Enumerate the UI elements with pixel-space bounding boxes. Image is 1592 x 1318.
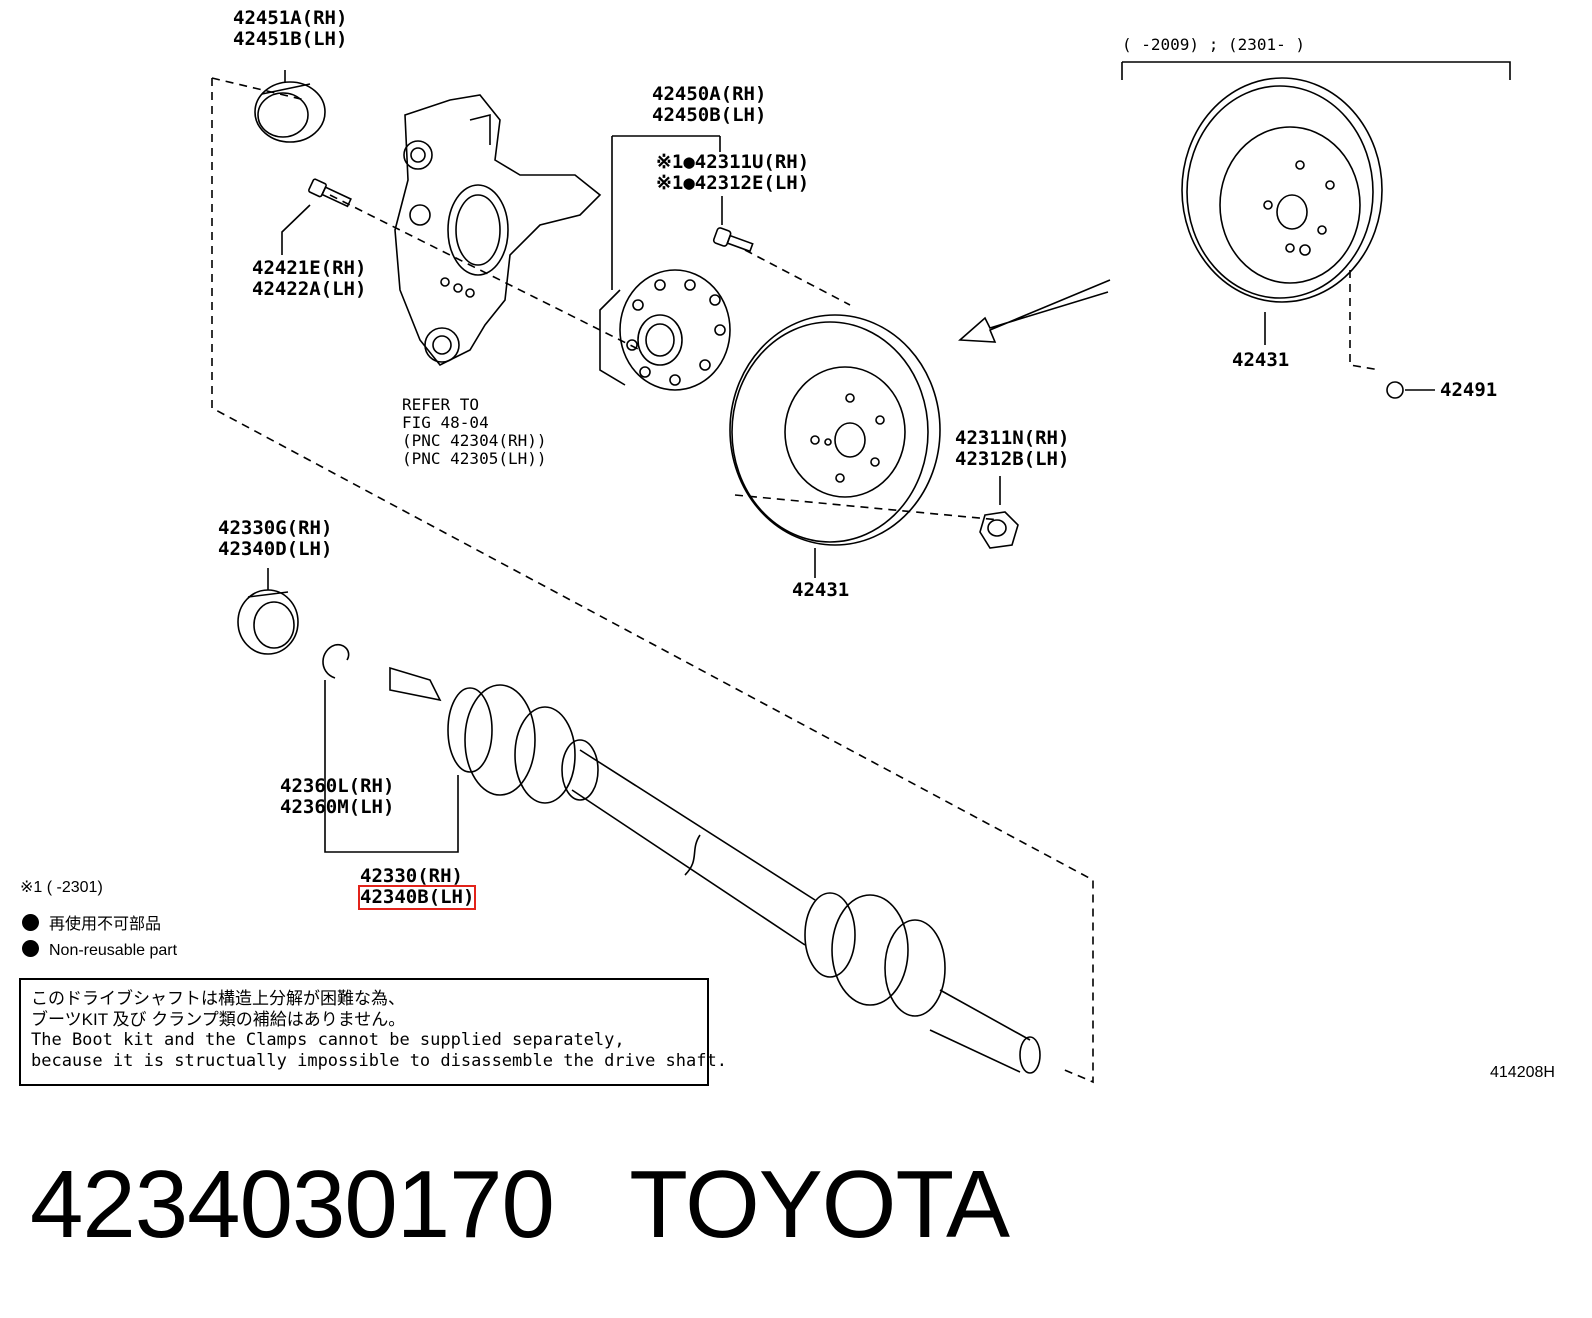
hub-bearing <box>599 269 731 391</box>
figure-id: 414208H <box>1490 1064 1555 1081</box>
bullet-icon <box>22 914 39 931</box>
notice-en-line1: The Boot kit and the Clamps cannot be su… <box>31 1030 625 1050</box>
brake-disc-alt <box>1181 77 1383 303</box>
legend-nonreusable-en: Non-reusable part <box>22 940 177 961</box>
snap-ring <box>322 643 350 679</box>
brake-disc-main <box>729 314 941 546</box>
legend-nonreusable-ja: 再使用不可部品 <box>22 914 161 935</box>
steering-knuckle <box>394 94 602 367</box>
label-knuckle-bolt: 42421E(RH)42422A(LH) <box>252 257 367 300</box>
label-oil-seal: 42451A(RH)42451B(LH) <box>233 7 348 50</box>
notice-en-line2: because it is structually impossible to … <box>31 1051 727 1071</box>
label-disc-alt: 42431 <box>1232 349 1290 371</box>
label-drive-shaft: 42330(RH) 42340B(LH) <box>357 865 477 910</box>
hub-nut <box>979 511 1019 549</box>
label-inner-seal: 42330G(RH)42340D(LH) <box>218 517 333 560</box>
label-disc-alt-range: ( -2009) ; (2301- ) <box>1122 35 1306 54</box>
replacement-arrow <box>958 279 1111 343</box>
legend-note1: ※1 ( -2301) <box>20 879 103 896</box>
oil-seal-outer <box>254 81 326 143</box>
part-title: 4234030170 TOYOTA <box>30 1151 1010 1258</box>
drive-shaft <box>389 666 1041 1074</box>
hub-bolt <box>712 227 754 253</box>
notice-ja-line1: このドライブシャフトは構造上分解が困難な為、 <box>31 989 405 1008</box>
label-disc-main: 42431 <box>792 579 850 601</box>
label-snap-ring: 42360L(RH)42360M(LH) <box>280 775 395 818</box>
assembly-boundary <box>211 78 1094 1084</box>
label-hub-nut: 42311N(RH)42312B(LH) <box>955 427 1070 470</box>
notice-box: このドライブシャフトは構造上分解が困難な為、 ブーツKIT 及び クランプ類の補… <box>19 978 727 1086</box>
label-hub-bearing: 42450A(RH)42450B(LH) <box>652 83 767 126</box>
disc-screw <box>1386 381 1404 399</box>
label-disc-screw: 42491 <box>1440 379 1498 401</box>
notice-ja-line2: ブーツKIT 及び クランプ類の補給はありません。 <box>31 1010 406 1029</box>
highlighted-part-number[interactable]: 42340B(LH) <box>357 885 477 910</box>
label-hub-bolt: ※1●42311U(RH)※1●42312E(LH) <box>656 151 810 194</box>
inner-seal <box>237 589 299 655</box>
bullet-icon <box>22 940 39 957</box>
knuckle-bolt <box>308 178 352 208</box>
